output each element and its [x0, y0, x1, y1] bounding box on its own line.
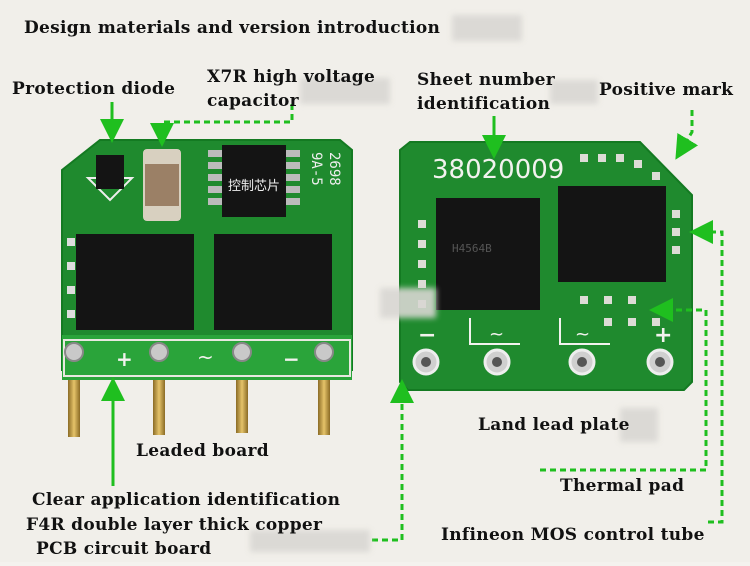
arrow-capacitor	[150, 104, 294, 147]
label-x7r-capacitor-2: capacitor	[207, 91, 299, 111]
left-board: 控制芯片 2698 9A-5 + ~ −	[61, 139, 353, 437]
annotation-arrows	[100, 102, 724, 542]
label-leaded-board: Leaded board	[136, 441, 269, 461]
arrow-positive-mark	[675, 110, 699, 160]
left-minus-mark: −	[283, 347, 300, 371]
label-land-lead-plate: Land lead plate	[478, 415, 630, 435]
label-sheet-number-2: identification	[417, 94, 551, 114]
right-tilde-mark-2: ~	[575, 324, 590, 345]
mosfet-left-2	[214, 234, 332, 330]
mosfet-right-2	[558, 186, 666, 282]
label-clear-identification: Clear application identification	[32, 490, 341, 510]
mosfet-left-1	[76, 234, 194, 330]
protection-diode-part	[96, 155, 124, 189]
label-sheet-number-1: Sheet number	[417, 70, 556, 90]
board-code-2: 9A-5	[308, 152, 324, 186]
board-code-1: 2698	[326, 152, 342, 186]
label-protection-diode: Protection diode	[12, 79, 176, 99]
arrow-infineon-mos	[689, 220, 724, 524]
arrow-thermal-pad	[540, 298, 708, 472]
chip-label: 控制芯片	[228, 179, 280, 194]
label-infineon-mos: Infineon MOS control tube	[441, 525, 705, 545]
left-tilde-mark: ~	[197, 345, 214, 369]
label-f4r-copper: F4R double layer thick copper	[26, 515, 323, 535]
label-positive-mark: Positive mark	[599, 80, 734, 100]
label-x7r-capacitor-1: X7R high voltage	[207, 67, 376, 87]
mosfet-right-1	[436, 198, 540, 310]
control-chip: 控制芯片	[208, 145, 300, 217]
mos-code: H4564B	[452, 242, 492, 255]
right-minus-mark: −	[418, 323, 436, 348]
label-pcb-board: PCB circuit board	[36, 539, 212, 559]
left-plus-mark: +	[116, 347, 133, 371]
sheet-number-marking: 38020009	[432, 155, 564, 185]
right-tilde-mark-1: ~	[489, 324, 504, 345]
right-plus-mark: +	[654, 323, 672, 348]
arrow-land-lead	[372, 379, 414, 542]
label-thermal-pad: Thermal pad	[560, 476, 685, 496]
right-board: 38020009 H4564B	[399, 141, 693, 391]
page-title: Design materials and version introductio…	[24, 18, 441, 38]
